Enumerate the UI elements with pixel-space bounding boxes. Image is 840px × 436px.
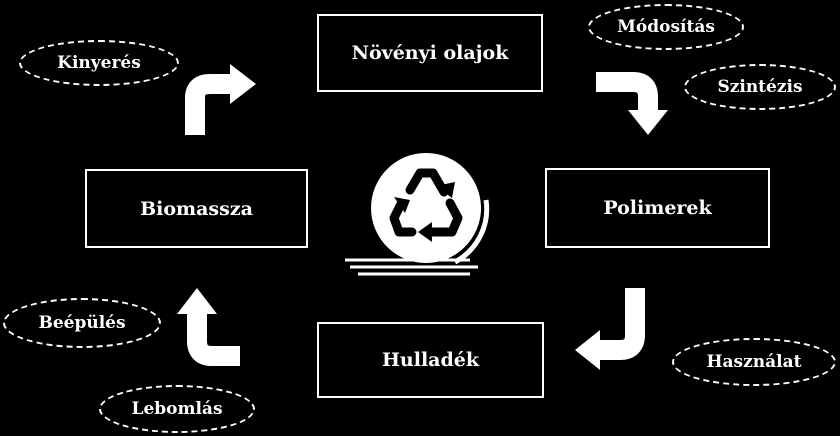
step-szintezis-label: Szintézis bbox=[717, 77, 803, 97]
step-beepules: Beépülés bbox=[3, 298, 161, 348]
node-polimerek: Polimerek bbox=[545, 168, 770, 248]
step-kinyeres: Kinyerés bbox=[19, 40, 179, 86]
curved-arrow-icon-top-left bbox=[185, 64, 256, 135]
recycle-icon bbox=[345, 153, 490, 276]
curved-arrow-icon-top-right bbox=[596, 72, 668, 135]
step-beepules-label: Beépülés bbox=[38, 313, 126, 333]
node-hulladek-label: Hulladék bbox=[381, 349, 480, 371]
curved-arrow-icon-bottom-right bbox=[575, 288, 645, 370]
step-lebomlas: Lebomlás bbox=[99, 385, 255, 433]
step-hasznalat-label: Használat bbox=[706, 352, 802, 372]
curved-arrow-icon-bottom-left bbox=[177, 288, 240, 366]
step-hasznalat: Használat bbox=[672, 338, 836, 386]
node-novenyi-olajok-label: Növényi olajok bbox=[351, 42, 509, 64]
step-modositas: Módosítás bbox=[588, 4, 744, 50]
node-biomassza-label: Biomassza bbox=[140, 197, 253, 220]
step-modositas-label: Módosítás bbox=[617, 17, 715, 37]
node-hulladek: Hulladék bbox=[317, 322, 544, 398]
node-novenyi-olajok: Növényi olajok bbox=[317, 14, 543, 92]
step-szintezis: Szintézis bbox=[684, 64, 836, 110]
step-kinyeres-label: Kinyerés bbox=[57, 53, 141, 73]
node-polimerek-label: Polimerek bbox=[603, 197, 712, 219]
node-biomassza: Biomassza bbox=[85, 169, 308, 248]
step-lebomlas-label: Lebomlás bbox=[131, 399, 223, 419]
